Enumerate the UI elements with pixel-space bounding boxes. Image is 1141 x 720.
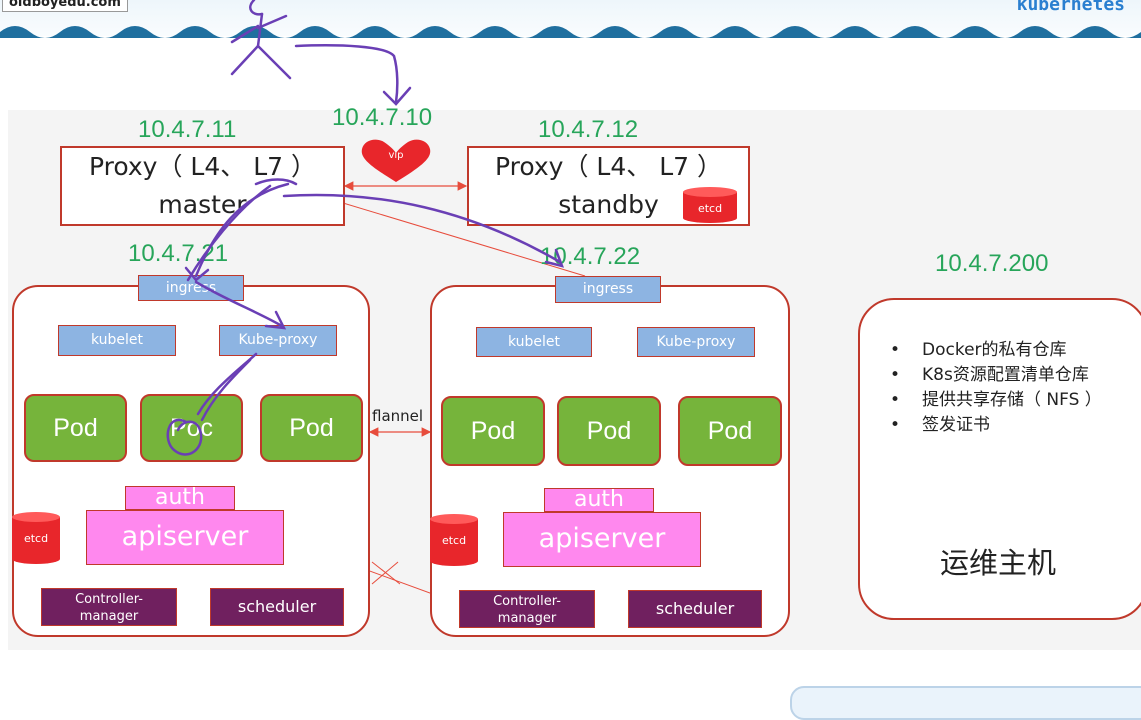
etcd-cylinder-icon bbox=[683, 187, 737, 223]
vip-ip-label: 10.4.7.10 bbox=[332, 104, 433, 131]
node1-etcd-cylinder-icon bbox=[12, 512, 60, 564]
ops-host-ip: 10.4.7.200 bbox=[935, 250, 1049, 277]
node1-controller-line1: Controller- bbox=[75, 592, 143, 607]
brand-logo-left: oldboyedu.com bbox=[2, 0, 128, 12]
node2-auth: auth bbox=[544, 488, 654, 512]
ops-host-duty-item: 提供共享存储（ NFS ） bbox=[890, 388, 1102, 413]
node2-pod-3: Pod bbox=[678, 396, 782, 466]
node2-ingress: ingress bbox=[555, 276, 661, 303]
hand-drawn-annotations bbox=[166, 0, 565, 456]
proxy-master-box: Proxy（ L4、 L7 ） master bbox=[60, 146, 345, 226]
node1-auth: auth bbox=[125, 486, 235, 510]
node2-apiserver: apiserver bbox=[503, 512, 701, 567]
ops-host-duty-list: Docker的私有仓库 K8s资源配置清单仓库 提供共享存储（ NFS ） 签发… bbox=[890, 338, 1102, 438]
proxy-standby-box: Proxy（ L4、 L7 ） standby bbox=[467, 146, 750, 226]
ops-host-title: 运维主机 bbox=[940, 546, 1057, 580]
node1-apiserver: apiserver bbox=[86, 510, 284, 565]
node2-kubelet: kubelet bbox=[476, 327, 592, 357]
vip-label: vip bbox=[388, 150, 404, 161]
vip-heart-icon bbox=[361, 139, 431, 182]
proxy-standby-role: standby bbox=[558, 190, 659, 219]
node2-scheduler: scheduler bbox=[628, 590, 762, 628]
node1-ingress: ingress bbox=[138, 275, 244, 301]
node1-pod-1: Pod bbox=[24, 394, 127, 462]
proxy-standby-ip: 10.4.7.12 bbox=[538, 116, 639, 143]
brand-logo-right: kubernetes bbox=[1016, 0, 1125, 15]
ops-host-duty-item: Docker的私有仓库 bbox=[890, 338, 1102, 363]
node2-controller-line2: manager bbox=[497, 611, 557, 626]
node1-controller-line2: manager bbox=[79, 609, 139, 624]
node2-pod-2: Pod bbox=[557, 396, 661, 466]
node1-etcd-label: etcd bbox=[23, 532, 49, 545]
node1-scheduler: scheduler bbox=[210, 588, 344, 626]
ops-host-duty-item: K8s资源配置清单仓库 bbox=[890, 363, 1102, 388]
bottom-pill-shape bbox=[790, 686, 1141, 720]
node2-etcd-cylinder-icon bbox=[430, 514, 478, 566]
proxy-standby-title: Proxy（ L4、 L7 ） bbox=[495, 152, 722, 181]
header-wave-decoration bbox=[0, 26, 1141, 38]
proxy-master-title: Proxy（ L4、 L7 ） bbox=[89, 152, 316, 181]
node2-controller-manager: Controller- manager bbox=[459, 590, 595, 628]
node1-pod-2: Poc bbox=[140, 394, 243, 462]
node2-pod-1: Pod bbox=[441, 396, 545, 466]
proxy-master-role: master bbox=[158, 190, 247, 219]
node2-controller-line1: Controller- bbox=[493, 594, 561, 609]
node2-kube-proxy: Kube-proxy bbox=[637, 327, 755, 357]
flannel-label: flannel bbox=[372, 407, 424, 425]
node1-controller-manager: Controller- manager bbox=[41, 588, 177, 626]
proxy-standby-etcd-label: etcd bbox=[697, 202, 723, 215]
node1-kubelet: kubelet bbox=[58, 325, 176, 356]
proxy-master-ip: 10.4.7.11 bbox=[138, 116, 237, 143]
node2-etcd-label: etcd bbox=[441, 534, 467, 547]
ops-host-duty-item: 签发证书 bbox=[890, 413, 1102, 438]
node1-kube-proxy: Kube-proxy bbox=[219, 325, 337, 356]
node1-pod-3: Pod bbox=[260, 394, 363, 462]
